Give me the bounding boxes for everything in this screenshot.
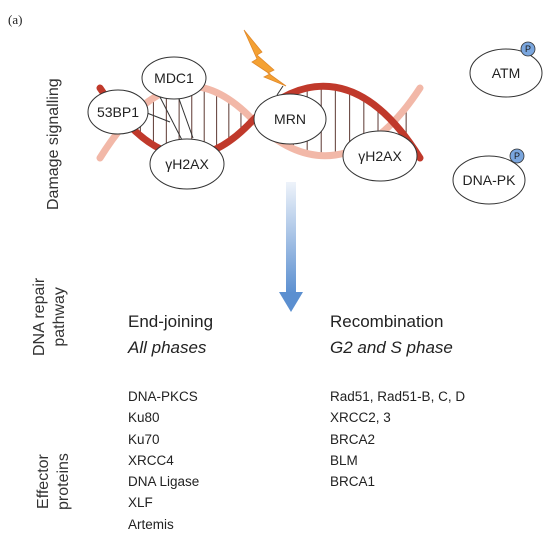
list-item: DNA-PKCS [128, 389, 198, 404]
row-label-dna-repair-pathway: DNA repair pathway [31, 277, 68, 356]
svg-text:γH2AX: γH2AX [358, 148, 402, 164]
node-mdc1: MDC1 [141, 56, 207, 100]
list-item: XLF [128, 495, 153, 511]
svg-text:DNA-PK: DNA-PK [463, 172, 517, 188]
svg-text:53BP1: 53BP1 [97, 104, 139, 120]
list-item: BRCA1 [330, 474, 376, 490]
lightning-icon [243, 29, 287, 87]
list-item: Artemis [128, 516, 174, 532]
recombination-protein-list: Rad51, Rad51-B, C, D XRCC2, 3 BRCA2 BLM … [330, 386, 465, 492]
list-item: Rad51, Rad51-B, C, D [330, 389, 466, 404]
node-gh2ax-right: γH2AX [342, 130, 418, 182]
dna-strand-dark [96, 82, 424, 162]
svg-text:MRN: MRN [274, 111, 306, 127]
row-label-effector-proteins: Effector proteins [35, 453, 72, 510]
recombination-phase: G2 and S phase [330, 338, 453, 357]
recombination-title: Recombination [330, 312, 444, 331]
panel-label: (a) [8, 12, 23, 27]
connector-lines [146, 85, 284, 141]
node-dna-pk: DNA-PK P [452, 148, 526, 205]
list-item: Ku70 [128, 431, 160, 447]
list-item: BLM [330, 452, 358, 468]
phosphate-icon: P [509, 148, 525, 164]
row-label-damage-signalling: Damage signalling [45, 78, 62, 210]
list-item: XRCC2, 3 [330, 410, 391, 426]
end-joining-protein-list: DNA-PKCS Ku80 Ku70 XRCC4 DNA Ligase XLF … [128, 386, 199, 535]
list-item: BRCA2 [330, 431, 376, 447]
phosphate-icon: P [520, 41, 536, 57]
down-arrow-icon [279, 182, 303, 312]
node-mrn: MRN [253, 93, 327, 145]
svg-text:P: P [525, 44, 531, 54]
svg-text:γH2AX: γH2AX [165, 156, 209, 172]
end-joining-title: End-joining [128, 312, 214, 331]
list-item: Ku80 [128, 410, 160, 426]
node-atm: ATM P [469, 41, 543, 98]
end-joining-phase: All phases [128, 338, 207, 357]
svg-text:P: P [514, 151, 520, 161]
svg-text:ATM: ATM [492, 65, 521, 81]
list-item: DNA Ligase [128, 474, 200, 490]
node-gh2ax-left: γH2AX [149, 138, 225, 190]
list-item: XRCC4 [128, 452, 174, 468]
svg-text:MDC1: MDC1 [154, 70, 194, 86]
node-53bp1: 53BP1 [87, 89, 149, 135]
